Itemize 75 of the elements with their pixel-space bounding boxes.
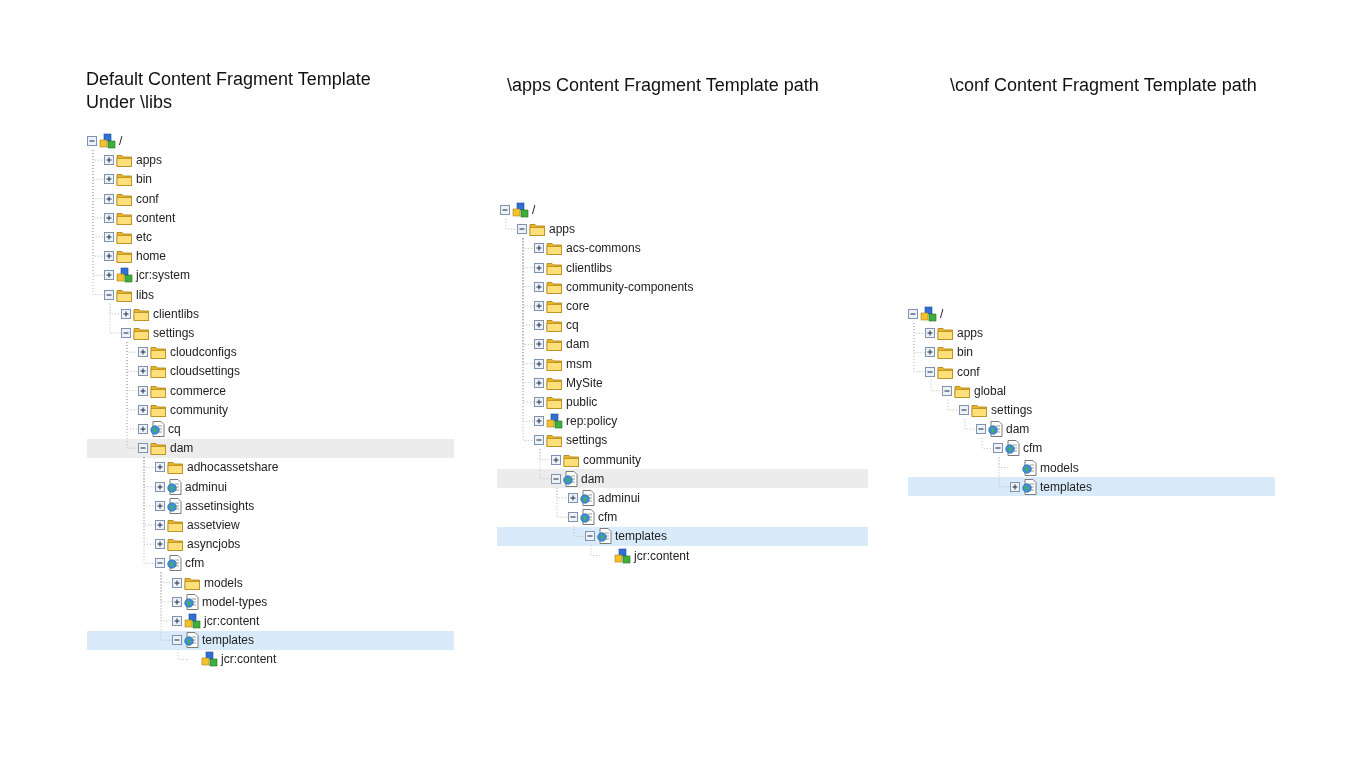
tree-connector — [556, 487, 569, 518]
tree-item-label: / — [940, 307, 944, 321]
tree-item-label: adminui — [598, 491, 641, 505]
tree-item-label: assetinsights — [185, 498, 255, 513]
tree-connector — [981, 437, 994, 449]
tree-item-label: msm — [566, 356, 592, 371]
tree-item-label: clientlibs — [153, 306, 200, 321]
tree-item-label: content — [136, 210, 176, 225]
tree-item-label: etc — [136, 230, 152, 244]
tree-item-label: dam — [581, 471, 605, 486]
tree-item-label: dam — [170, 441, 194, 456]
tree-connector — [539, 448, 552, 480]
tree-connector — [930, 380, 943, 392]
tree-item-label: acs-commons — [566, 241, 641, 256]
tree-connector — [177, 648, 190, 660]
tree-connector — [998, 456, 1011, 488]
tree-item-label: settings — [991, 403, 1033, 417]
tree-item-label: community — [170, 402, 228, 417]
tree-item-label: bin — [136, 172, 152, 187]
tree-item-label: conf — [957, 364, 980, 379]
tree-item-label: apps — [136, 153, 163, 168]
tree-item-label: home — [136, 249, 167, 264]
tree-connector — [947, 399, 960, 411]
tree-connector — [964, 418, 977, 430]
heading: \conf Content Fragment Template path — [950, 74, 1258, 97]
tree-connector — [590, 544, 603, 557]
tree-item-label: jcr:content — [634, 548, 690, 563]
tree-item-label: global — [974, 383, 1007, 398]
tree-item-label: jcr:content — [221, 652, 277, 667]
tree-item-label: clientlibs — [566, 260, 613, 275]
tree-item-label: conf — [136, 191, 159, 206]
tree-item-label: models — [204, 575, 243, 590]
tree-connector — [143, 456, 156, 564]
tree-item-label: cq — [168, 422, 181, 436]
tree-item-label: libs — [136, 287, 154, 302]
tree-item-label: templates — [1040, 479, 1093, 494]
tree-item-label: assetview — [187, 518, 240, 532]
tree-connector — [573, 525, 586, 537]
tree-connector — [160, 571, 173, 641]
heading: Default Content Fragment Template Under \libs — [86, 68, 372, 114]
tree-item-label: cloudconfigs — [170, 345, 237, 360]
tree-connector — [505, 218, 518, 230]
tree-item-label: templates — [202, 633, 255, 648]
tree-item-label: cfm — [185, 556, 205, 571]
tree-connector — [109, 303, 122, 334]
tree-item-label: community — [583, 452, 641, 467]
tree-connector — [913, 322, 926, 373]
tree-item-label: adminui — [185, 479, 228, 494]
tree-item-label: apps — [549, 222, 576, 237]
tree-item-label: MySite — [566, 375, 603, 390]
tree-item-label: cloudsettings — [170, 364, 241, 379]
tree-item-label: / — [532, 203, 536, 217]
tree-item-label: jcr:content — [204, 614, 260, 628]
tree-item-label: cfm — [598, 510, 618, 525]
tree-item-label: cfm — [1023, 441, 1043, 456]
tree-item-label: dam — [566, 337, 590, 352]
tree-item-label: commerce — [170, 383, 226, 398]
tree-item-label: settings — [153, 326, 195, 340]
tree-item-label: asyncjobs — [187, 537, 241, 552]
tree-item-label: community-components — [566, 279, 694, 294]
tree-item-label: model-types — [202, 594, 268, 609]
tree-item-label: bin — [957, 345, 973, 360]
tree-item-label: cq — [566, 318, 579, 333]
tree-item-label: core — [566, 299, 590, 313]
tree-item-label: dam — [1006, 422, 1030, 437]
tree-item-label: templates — [615, 529, 668, 544]
tree-item-label: models — [1040, 460, 1079, 475]
tree-item-label: adhocassetshare — [187, 460, 279, 475]
tree-item-label: jcr:system — [136, 268, 190, 283]
heading: \apps Content Fragment Template path — [507, 74, 820, 97]
tree-item-label: / — [119, 134, 123, 148]
tree-item-label: public — [566, 395, 598, 409]
tree-item-label: settings — [566, 433, 608, 448]
tree-item-label: apps — [957, 326, 984, 341]
tree-item-label: rep:policy — [566, 414, 618, 429]
